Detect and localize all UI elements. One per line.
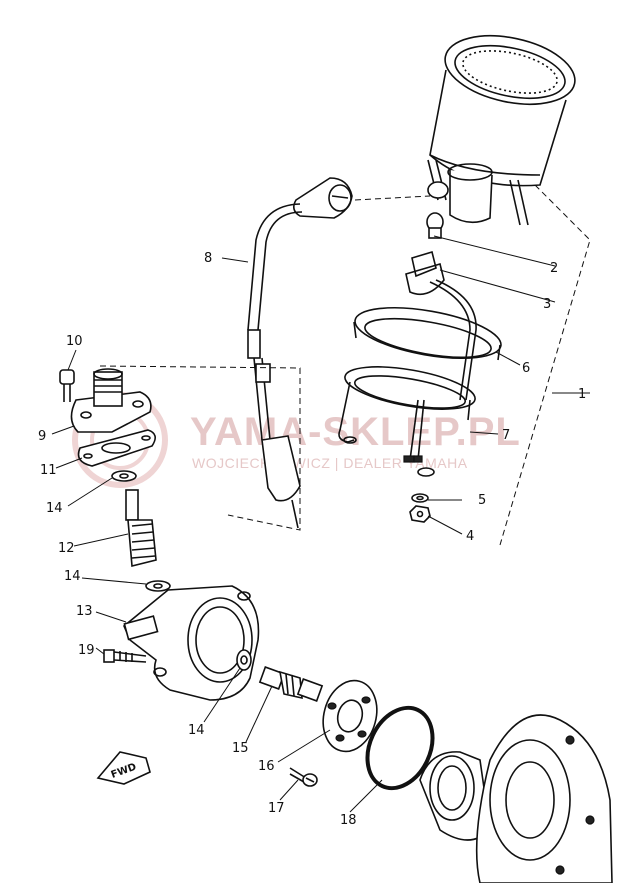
fwd-direction-arrow: FWD [96,751,151,785]
label-part-12: 12 [58,541,75,556]
gear-unit-housing [123,585,260,701]
washer-14-middle [145,580,171,592]
label-part-4: 4 [466,529,474,544]
o-ring [365,705,435,791]
label-part-7: 7 [502,428,510,443]
label-part-11: 11 [40,463,57,478]
speedometer-cable [247,177,353,529]
gasket [77,429,156,467]
drive-plate [322,679,378,753]
label-part-6: 6 [522,361,530,376]
wheel-hub [419,714,613,883]
damper-ring [353,307,502,361]
watermark-subtitle: WOJCIECH ŁAWICZ | DEALER YAMAHA [192,455,468,471]
nut-4 [409,505,431,523]
driven-gear [258,666,324,702]
bulb-socket [405,250,477,401]
screw-17 [289,767,318,787]
watermark-title: YAMA-SKLEP.PL [190,410,521,454]
label-part-19: 19 [78,643,95,658]
washer-5 [411,493,429,503]
washer-14-lower [236,649,252,671]
label-part-13: 13 [76,604,93,619]
leader-lines [51,184,591,813]
washer-14-upper [111,470,137,482]
meter-bracket [338,366,476,477]
watermark: YAMA-SKLEP.PL WOJCIECH ŁAWICZ | DEALER Y… [72,392,521,488]
label-part-9: 9 [38,429,46,444]
label-part-8: 8 [204,251,212,266]
part-labels: 1 2 3 4 5 6 7 8 9 10 11 12 13 14 14 14 1… [38,251,586,828]
label-part-15: 15 [232,741,249,756]
label-part-16: 16 [258,759,275,774]
label-part-18: 18 [340,813,357,828]
label-part-5: 5 [478,493,486,508]
drive-housing [70,368,152,433]
bulb [426,212,444,239]
label-part-14-c: 14 [188,723,205,738]
drive-gear-shaft [125,489,157,568]
label-part-3: 3 [543,297,551,312]
label-part-1: 1 [578,387,586,402]
label-part-17: 17 [268,801,285,816]
speedometer-head [427,35,576,226]
bolt-10 [59,369,75,402]
label-part-14-b: 14 [64,569,81,584]
label-part-14-a: 14 [46,501,63,516]
label-part-10: 10 [66,334,83,349]
bolt-19 [103,649,147,663]
label-part-2: 2 [550,261,558,276]
